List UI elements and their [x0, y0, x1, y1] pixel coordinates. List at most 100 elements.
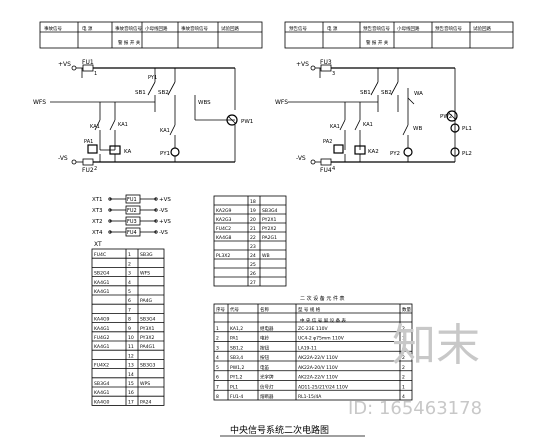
parts-cell: 按钮	[260, 344, 269, 351]
fuse-row-2-terminal: XT3	[92, 208, 103, 214]
right-sb1-label: SB1	[360, 90, 371, 96]
left-pa1-label: PA1	[84, 139, 93, 145]
terminal-left-row: 12	[128, 353, 134, 359]
parts-header-cell: 序号	[216, 306, 225, 313]
left-ka-label: KA	[124, 149, 132, 155]
parts-cell: 电笛	[260, 364, 269, 371]
circuit-left: +VS FU1 1 SB1 SB2 PY1 WFS WBS KA1 KA1	[33, 59, 253, 174]
fuse-panel: XT1 FU1 +VS XT3 FU2 -VS XT2 FU3	[92, 194, 171, 237]
parts-cell: 按钮	[260, 354, 269, 361]
right-wb-label: WB	[413, 126, 422, 132]
header-right-cell-4: 小母线回路	[397, 25, 420, 32]
parts-cell: 8	[216, 394, 219, 400]
header-table-right: 预告信号 电 源 预告音响信号 小母线回路 预告音响信号 试验回路 警 报 开 …	[284, 21, 514, 49]
right-py2-label: PY2	[390, 151, 400, 157]
fuse-panel-row-4: XT4 FU4 -VS	[92, 227, 168, 237]
terminal-right-cell: WB	[262, 253, 270, 259]
parts-cell: FU1-4	[230, 394, 243, 400]
parts-cell: SB3,4	[230, 355, 243, 361]
circuit-right: +VS FU3 3 SB1 SB2 WA WFS KA1 KA1 WB PW	[275, 59, 472, 174]
header-table-left: 事故信号 电 源 事故音响信号 小母线回路 事故音响信号 试验回路 警 报 开 …	[39, 21, 263, 49]
terminal-left-row: 6 PA4G	[128, 298, 153, 304]
parts-cell: 2	[402, 365, 405, 371]
fuse-panel-row-1: XT1 FU1 +VS	[92, 194, 171, 204]
parts-cell: 2	[402, 375, 405, 381]
parts-header-cell: 型 号 规 格	[298, 306, 321, 313]
terminal-left-row: 2	[128, 261, 131, 267]
terminal-left-cell: PY3X2	[140, 335, 155, 341]
header-right-cell-2: 电 源	[327, 25, 338, 32]
fuse-row-3-bus: +VS	[159, 219, 171, 225]
bell-pa2-symbol	[333, 144, 344, 154]
parts-table-subheader: 中 央 信 号 屏 设 备 表	[300, 317, 347, 324]
terminal-left-cell: SB3G4	[94, 381, 110, 387]
terminal-right-cell: 27	[250, 280, 256, 286]
terminal-left-cell: 15	[128, 381, 134, 387]
terminal-left-cell: 4	[128, 280, 131, 286]
left-ka1a-label: KA1	[90, 124, 100, 130]
left-sb1-label: SB1	[135, 90, 146, 96]
parts-cell: 6	[216, 375, 219, 381]
left-fu2-number: 2	[94, 166, 97, 172]
terminal-left-cell: 16	[128, 390, 134, 396]
horn-pw2-symbol	[446, 110, 458, 122]
terminal-right-cell: 20	[250, 217, 256, 223]
drawing-title: 中央信号系统二次电路图	[230, 424, 329, 436]
parts-cell: AK22A-22/V 110V	[298, 375, 339, 381]
fuse-row-3-terminal: XT2	[92, 219, 103, 225]
terminal-right-cell: PY2X1	[262, 217, 277, 223]
left-fu2-label: FU2	[82, 167, 94, 174]
terminal-left-cell: WPS	[140, 381, 150, 387]
parts-cell: 信号灯	[260, 383, 274, 390]
terminal-left-cell: PA4G	[140, 298, 153, 304]
terminal-left-cell: 6	[128, 298, 131, 304]
parts-cell: AK22A-22/V 110V	[298, 355, 339, 361]
parts-cell: 熔断器	[260, 393, 274, 400]
right-ka1a-label: KA1	[330, 124, 340, 130]
left-py1-bottom-label: PY1	[160, 151, 170, 157]
header-left-cell-3: 事故音响信号	[115, 25, 142, 32]
terminal-left-cell: KA4G1	[94, 326, 110, 332]
right-pa2-label: PA2	[323, 139, 332, 145]
terminal-right-cell: SB3G4	[262, 208, 278, 214]
right-pw2-label: PW2	[440, 114, 452, 120]
terminal-left-cell: 7	[128, 307, 131, 313]
horn-pw1-symbol	[226, 114, 238, 126]
terminal-right-row: 26	[250, 271, 256, 277]
terminal-left-cell: PA24	[140, 399, 152, 405]
right-ka1b-label: KA1	[363, 122, 373, 128]
parts-table-title: 二 次 设 备 元 件 表	[300, 295, 345, 302]
header-left-cell-4: 小母线回路	[145, 25, 168, 32]
fuse-row-3-fuse: FU3	[127, 219, 137, 225]
lamp-py1-symbol	[170, 147, 180, 157]
terminal-left-cell: 8	[128, 317, 131, 323]
parts-header-cell: 数量	[402, 306, 411, 313]
parts-cell: PW1,2	[230, 365, 244, 371]
fuse-row-1-fuse: FU1	[127, 197, 137, 203]
terminal-left-cell: 9	[128, 326, 131, 332]
right-sb2-label: SB2	[381, 90, 392, 96]
fuse-panel-row-2: XT3 FU2 -VS	[92, 205, 168, 215]
parts-cell: 电铃	[260, 335, 269, 342]
header-left-cell-1: 事故信号	[44, 25, 62, 32]
parts-cell: AK22A-20/V 110V	[298, 365, 339, 371]
terminal-right-cell: 22	[250, 235, 256, 241]
parts-cell: PA1	[230, 336, 239, 342]
left-sb2-label: SB2	[158, 90, 169, 96]
